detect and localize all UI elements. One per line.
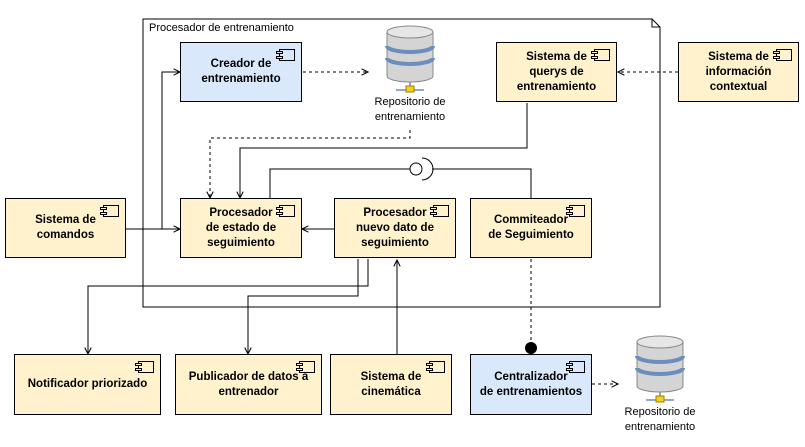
database-icon — [385, 25, 435, 93]
edge-nuevodato-notificador — [88, 259, 369, 354]
component-label: Sistema de información contextual — [705, 50, 772, 93]
edge-estado-interface — [269, 168, 410, 198]
component-icon — [773, 49, 792, 61]
notificador-priorizado[interactable]: Notificador priorizado — [14, 354, 161, 415]
frame-fold — [651, 19, 660, 28]
edge-nuevodato-publicador — [248, 259, 359, 354]
component-label: Sistema de comandos — [35, 214, 96, 241]
component-label: Centralizador de entrenamientos — [479, 370, 583, 398]
component-icon — [135, 361, 154, 373]
db-top — [386, 25, 434, 39]
db-body — [636, 341, 684, 393]
centralizador-entrenamientos[interactable]: Centralizador de entrenamientos — [470, 354, 592, 415]
frame-title: Procesador de entrenamiento — [149, 22, 294, 34]
sistema-cinematica[interactable]: Sistema de cinemática — [330, 354, 452, 415]
procesador-estado-seguimiento[interactable]: Procesador de estado de seguimiento — [180, 198, 302, 258]
component-label: Notificador priorizado — [27, 378, 148, 390]
required-interface-socket — [421, 157, 434, 181]
component-icon — [566, 205, 585, 217]
component-icon — [100, 205, 119, 217]
sistema-informacion-contextual[interactable]: Sistema de información contextual — [678, 42, 799, 102]
provided-interface — [409, 162, 423, 176]
component-label: Procesador nuevo dato de seguimiento — [356, 206, 434, 249]
edge-commiteador-socket — [432, 168, 532, 198]
component-icon — [566, 361, 585, 373]
component-icon — [296, 361, 315, 373]
component-icon — [426, 361, 445, 373]
component-icon — [430, 205, 449, 217]
database-icon — [635, 335, 685, 403]
component-label: Publicador de datos a entrenador — [188, 370, 309, 398]
component-label: Sistema de cinemática — [360, 370, 422, 398]
db-body — [386, 31, 434, 83]
publicador-datos-entrenador[interactable]: Publicador de datos a entrenador — [175, 354, 322, 415]
component-icon — [276, 49, 295, 61]
component-label: Sistema de querys de entrenamiento — [516, 50, 597, 93]
db-connector — [655, 395, 665, 403]
edge-repo-estado — [210, 130, 411, 198]
sistema-querys-entrenamiento[interactable]: Sistema de querys de entrenamiento — [496, 42, 617, 102]
db-top — [636, 335, 684, 349]
db-connector — [405, 85, 415, 93]
component-label: Procesador de estado de seguimiento — [205, 206, 277, 249]
db-band — [635, 355, 685, 364]
component-icon — [276, 205, 295, 217]
edge-comandos-creador — [161, 72, 180, 229]
component-label: Creador de entrenamiento — [201, 58, 281, 85]
connector-dot — [525, 342, 537, 354]
edge-querys-estado — [240, 103, 528, 198]
db-band — [385, 45, 435, 54]
sistema-comandos[interactable]: Sistema de comandos — [5, 198, 126, 258]
repo-bottom-label: Repositorio de entrenamiento — [624, 406, 696, 433]
repo-top-label: Repositorio de entrenamiento — [374, 96, 446, 123]
db-band — [385, 57, 435, 66]
procesador-nuevo-dato[interactable]: Procesador nuevo dato de seguimiento — [334, 198, 456, 258]
component-icon — [591, 49, 610, 61]
component-label: Commiteador de Seguimiento — [488, 214, 574, 241]
creador-entrenamiento[interactable]: Creador de entrenamiento — [180, 42, 302, 102]
commiteador-seguimiento[interactable]: Commiteador de Seguimiento — [470, 198, 592, 258]
db-band — [635, 367, 685, 376]
